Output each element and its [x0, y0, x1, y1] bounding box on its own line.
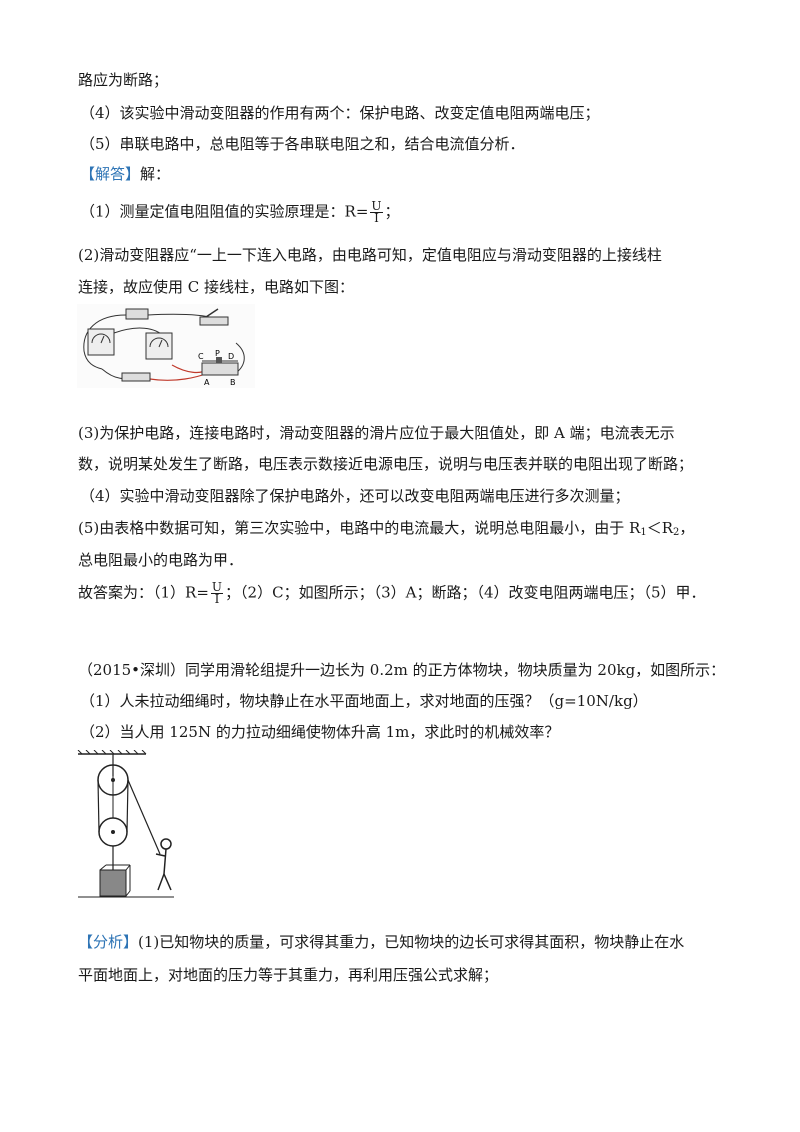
pulley-system-diagram	[77, 750, 174, 898]
circuit-diagram: C P D A B	[77, 304, 255, 388]
terminal-c-label: C	[198, 352, 204, 361]
analysis-tag: 【分析】	[78, 933, 139, 951]
text-line: (3)为保护电路，连接电路时，滑动变阻器的滑片应位于最大阻值处，即 A 端；电流…	[78, 424, 675, 442]
text-line: （4）实验中滑动变阻器除了保护电路外，还可以改变电阻两端电压进行多次测量；	[80, 487, 630, 505]
text-line: （4）该实验中滑动变阻器的作用有两个：保护电路、改变定值电阻两端电压；	[80, 104, 600, 122]
question-item: （1）人未拉动细绳时，物块静止在水平面地面上，求对地面的压强？（g=10N/kg…	[80, 692, 648, 710]
text-line: (5)由表格中数据可知，第三次实验中，电路中的电流最大，说明总电阻最小，由于 R…	[78, 519, 695, 538]
slider-p-label: P	[215, 349, 220, 358]
text-line: 总电阻最小的电路为甲．	[78, 551, 244, 569]
text-line: 路应为断路；	[78, 71, 169, 89]
terminal-d-label: D	[228, 352, 234, 361]
text-line: 连接，故应使用 C 接线柱，电路如下图：	[78, 278, 355, 296]
terminal-a-label: A	[204, 378, 210, 387]
analysis-heading: 【分析】(1)已知物块的质量，可求得其重力，已知物块的边长可求得其面积，物块静止…	[78, 933, 685, 951]
text-line: (2)滑动变阻器应“一上一下连入电路，由电路可知，定值电阻应与滑动变阻器的上接线…	[78, 246, 662, 264]
text-line: （5）串联电路中，总电阻等于各串联电阻之和，结合电流值分析．	[80, 135, 525, 153]
text-line: 数，说明某处发生了断路，电压表示数接近电源电压，说明与电压表并联的电阻出现了断路…	[78, 455, 694, 473]
terminal-b-label: B	[230, 378, 236, 387]
answer-tag: 【解答】	[80, 165, 141, 183]
text-line: 平面地面上，对地面的压力等于其重力，再利用压强公式求解；	[78, 966, 499, 984]
question-item: （2）当人用 125N 的力拉动细绳使物体升高 1m，求此时的机械效率？	[80, 723, 560, 741]
question-heading: （2015•深圳）同学用滑轮组提升一边长为 0.2m 的正方体物块，物块质量为 …	[78, 661, 726, 679]
answer-heading: 【解答】解：	[80, 165, 171, 183]
